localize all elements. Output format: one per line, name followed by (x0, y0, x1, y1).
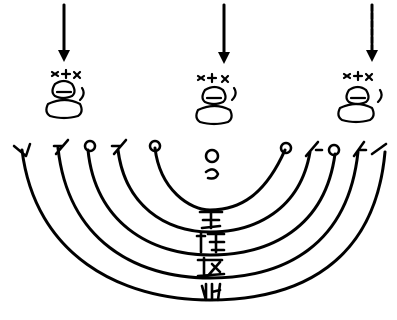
arc-1 (155, 148, 285, 210)
arc-3 (88, 150, 335, 255)
terminal-tick (306, 142, 322, 156)
arc-terminals (14, 140, 386, 156)
center-arrowhead (218, 52, 230, 64)
terminal-circle (281, 143, 291, 153)
left-arrowhead (58, 50, 70, 62)
terminal-tick (354, 142, 366, 156)
center-mark (206, 150, 218, 179)
left-lamp (46, 70, 83, 118)
stack-glyph-4 (202, 284, 220, 300)
center-lamp (196, 74, 235, 124)
right-lamp (338, 72, 381, 122)
terminal-circle (85, 141, 95, 151)
right-arrowhead (366, 50, 378, 62)
stack-glyph-3 (198, 258, 224, 278)
feed-arrowheads (58, 50, 378, 64)
stack-glyph-1 (200, 212, 222, 228)
stack-glyph-2 (197, 232, 224, 252)
feed-lines (64, 5, 372, 56)
terminal-tick (54, 140, 68, 154)
